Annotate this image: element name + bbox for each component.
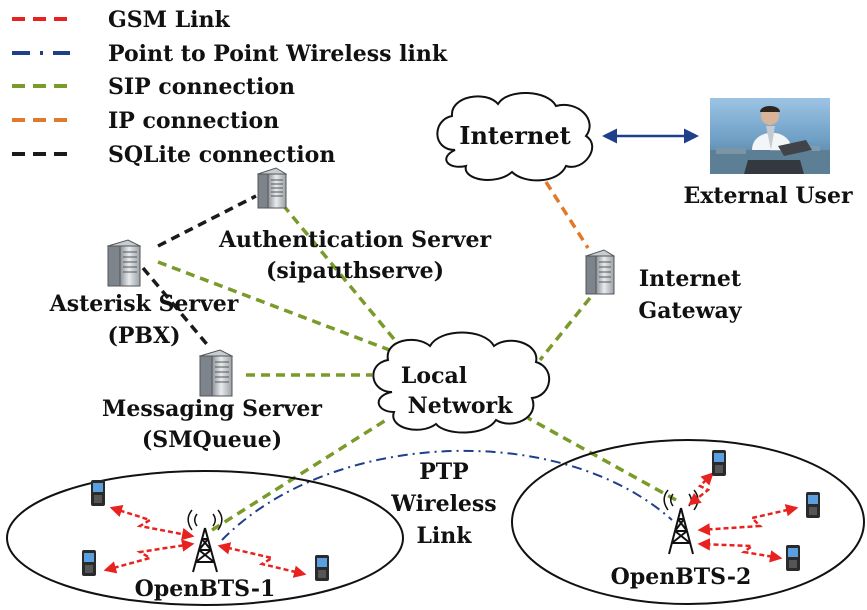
ptp-label-line3: Link [416,523,472,549]
mobile-phone-icon [786,545,800,571]
internet-label: Internet [459,121,570,150]
external-user-photo [710,98,830,174]
asterisk-server-label-line2: (PBX) [107,323,180,349]
internet-gateway-label-line2: Gateway [638,298,742,324]
legend: GSM Link Point to Point Wireless link SI… [12,7,448,168]
gsm-link-bts1-phone-b [103,539,195,574]
legend-label-gsm: GSM Link [108,7,231,33]
internet-cloud: Internet [436,91,594,182]
gsm-link-bts2-phone-b [697,504,799,536]
internet-gateway-server-icon [584,249,616,295]
ptp-label-line2: Wireless [390,491,496,517]
sip-link-auth-local [281,203,410,358]
ip-link-internet-gateway [544,181,590,249]
external-user-label: External User [683,183,852,209]
mobile-phone-icon [315,555,329,581]
bts2-label: OpenBTS-2 [611,564,752,590]
bts2-tower-icon [663,489,699,555]
messaging-server-label-line1: Messaging Server [102,396,322,422]
bts2-cell-ellipse [511,439,865,605]
messaging-server-icon [198,349,234,397]
bts1-label: OpenBTS-1 [135,576,276,602]
legend-label-ptp: Point to Point Wireless link [108,41,448,67]
asterisk-server-icon [106,239,142,287]
bts1-cell-ellipse [6,470,404,606]
ptp-wireless-link [221,449,673,541]
local-network-label-line1: Local [401,363,467,389]
sip-link-gateway-local [538,296,592,362]
gsm-link-bts2-phone-a [688,472,714,506]
bts1-tower-icon [187,509,223,573]
connections [141,128,699,541]
asterisk-server-label-line1: Asterisk Server [49,291,239,317]
mobile-phone-icon [82,550,96,576]
gsm-links [103,472,799,578]
messaging-server-label-line2: (SMQueue) [142,427,282,453]
sip-link-asterisk-local [157,260,401,356]
legend-label-sip: SIP connection [108,74,295,100]
legend-item-sip: SIP connection [12,74,295,100]
sip-link-bts2-local [527,416,677,502]
local-network-cloud: Local Network [372,331,551,434]
auth-server-label-line2: (sipauthserve) [266,258,444,284]
auth-server-icon [256,167,288,209]
gsm-link-bts1-phone-a [109,505,195,541]
sip-link-bts1-local [211,418,387,532]
legend-label-ip: IP connection [108,108,279,134]
legend-item-gsm: GSM Link [12,7,231,33]
ptp-label-line1: PTP [419,459,468,485]
mobile-phone-icon [806,492,820,518]
internet-gateway-label-line1: Internet [639,266,742,292]
auth-server-label-line1: Authentication Server [218,227,491,253]
sqlite-link-asterisk-auth [157,194,257,248]
mobile-phone-icon [712,450,726,476]
mobile-phone-icon [91,480,105,506]
legend-item-ip: IP connection [12,108,279,134]
legend-item-ptp: Point to Point Wireless link [12,41,448,67]
gsm-link-bts1-phone-c [217,542,307,578]
local-network-label-line2: Network [408,393,513,419]
sqlite-link-asterisk-messaging [141,266,212,350]
legend-label-sqlite: SQLite connection [108,142,335,168]
legend-item-sqlite: SQLite connection [12,142,335,168]
gsm-link-bts2-phone-c [697,538,783,563]
